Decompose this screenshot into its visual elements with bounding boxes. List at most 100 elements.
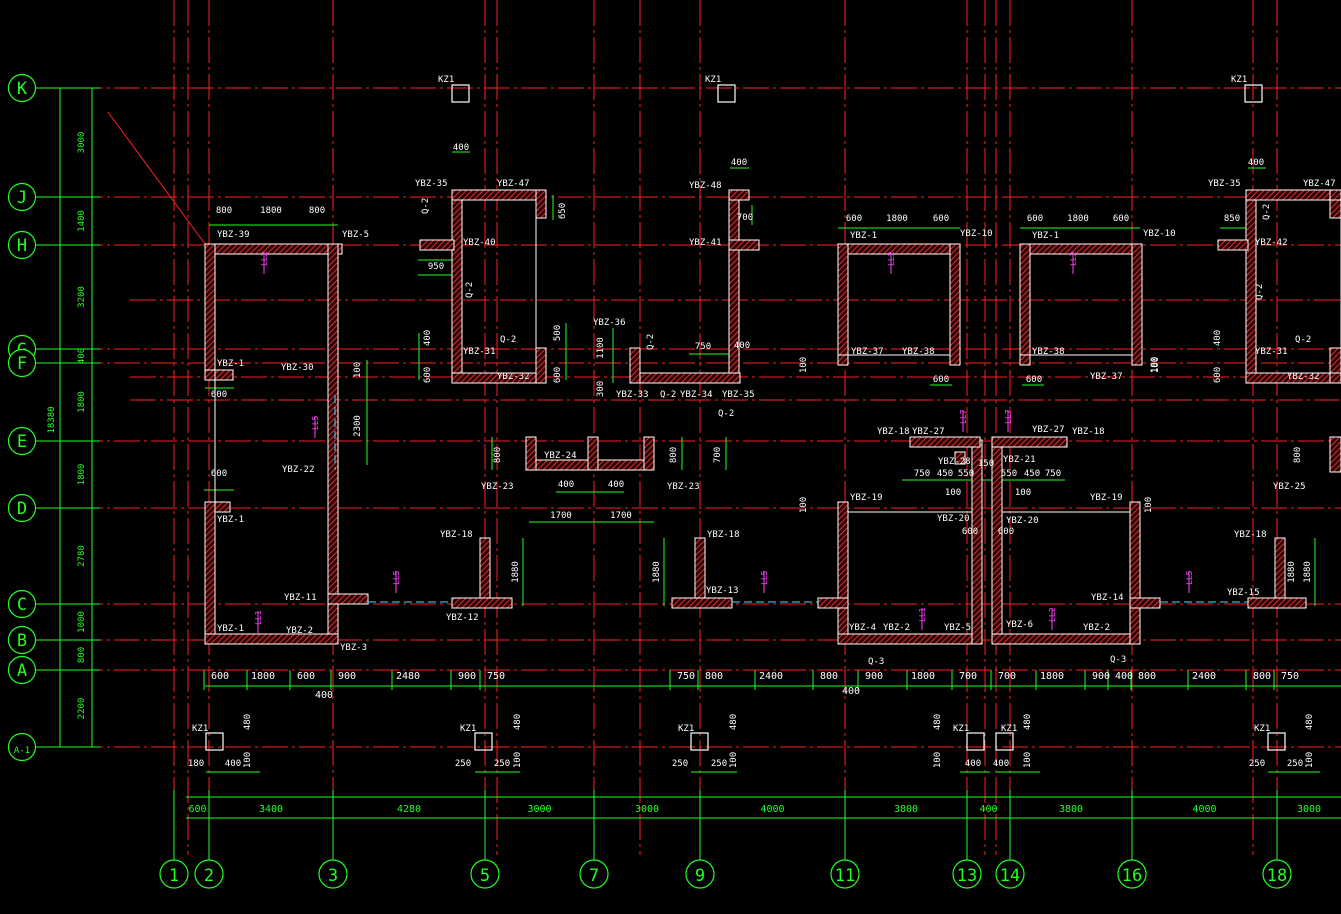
shear-wall-segment (1329, 189, 1341, 219)
wall-label: YBZ-15 (1227, 588, 1260, 598)
opening-dimension-text: 900 (1092, 671, 1110, 682)
local-dimension: 800 (309, 206, 325, 216)
wall-label: YBZ-38 (1032, 347, 1065, 357)
shear-wall-segment (671, 597, 733, 609)
wall-label: YBZ-4 (849, 623, 876, 633)
col-dimension-text: 600 (188, 804, 206, 815)
row-axis-label: E (17, 432, 27, 452)
shear-wall-segment (587, 436, 599, 471)
shear-wall-segment (909, 436, 981, 448)
room-outline (214, 253, 329, 635)
room-outline (1255, 199, 1341, 374)
row-axis-label: A-1 (14, 746, 30, 756)
local-dimension: 400 (608, 480, 624, 490)
col-axis-label: 16 (1122, 866, 1142, 886)
local-dimension: 800 (1293, 447, 1303, 463)
shear-wall-segment (1329, 347, 1341, 384)
wall-label: YBZ-31 (1255, 347, 1288, 357)
row-dimension-text: 1800 (77, 391, 87, 413)
row-axis-label: H (17, 236, 27, 256)
opening-dimension-text: 900 (458, 671, 476, 682)
row-dimension-text: 400 (77, 348, 87, 364)
wall-label: YBZ-36 (593, 318, 626, 328)
wall-label: YBZ-1 (217, 359, 244, 369)
row-axis-label: D (17, 499, 27, 519)
col-axis-label: 2 (204, 866, 214, 886)
shear-wall-segment (1247, 597, 1307, 609)
shear-wall-segment (204, 633, 339, 645)
wall-label: YBZ-19 (850, 493, 883, 503)
shear-wall-segment (327, 243, 339, 645)
shear-wall-segment (451, 597, 513, 609)
local-dimension: 100 (799, 497, 809, 513)
wall-label: YBZ-5 (944, 623, 971, 633)
local-dimension: 450 (1024, 469, 1040, 479)
room-outline (1029, 253, 1133, 356)
col-axis-label: 14 (1000, 866, 1020, 886)
shear-wall-segment (535, 347, 547, 384)
local-dimension: 150 (978, 459, 994, 469)
frame-column (1267, 732, 1286, 751)
wall-label: YBZ-18 (877, 427, 910, 437)
wall-label: YBZ-32 (1287, 372, 1320, 382)
shear-wall-segment (525, 436, 537, 471)
local-dimension: 300 (596, 381, 606, 397)
opening-dimension-text: 900 (338, 671, 356, 682)
local-dimension: 100 (1144, 497, 1154, 513)
wall-label: YBZ-30 (281, 363, 314, 373)
wall-label: YBZ-13 (706, 586, 739, 596)
shear-walls (204, 84, 1341, 751)
column-offset-dimension: 250 (1287, 759, 1303, 769)
shear-wall-segment (204, 369, 234, 381)
local-dimension: 600 (211, 469, 227, 479)
row-axis-label: J (17, 188, 27, 208)
shear-wall-segment (451, 189, 545, 201)
column-offset-dimension: 100 (933, 752, 943, 768)
column-label: KZ1 (953, 724, 969, 734)
wall-label: YBZ-20 (1006, 516, 1039, 526)
row-dimension-text: 3200 (77, 286, 87, 308)
local-dimension: 600 (933, 375, 949, 385)
wall-label: YBZ-28 (938, 457, 971, 467)
local-dimension: 500 (553, 325, 563, 341)
wall-label: YBZ-33 (616, 390, 649, 400)
frame-column (690, 732, 709, 751)
local-dimension: 2300 (353, 415, 363, 437)
local-dimension: 400 (423, 330, 433, 346)
shear-wall-segment (1019, 354, 1031, 366)
col-axis-label: 1 (169, 866, 179, 886)
local-dimension: 600 (1027, 214, 1043, 224)
wall-label: YBZ-5 (342, 230, 369, 240)
wall-type-mark: Q-2 (718, 409, 734, 419)
shear-wall-segment (728, 239, 760, 251)
local-dimension: 600 (553, 367, 563, 383)
opening-dimension-text: 2400 (759, 671, 783, 682)
room-outline (847, 511, 973, 635)
local-dimension: 600 (1213, 367, 1223, 383)
wall-label: YBZ-12 (446, 613, 479, 623)
row-axis-label: A (17, 661, 27, 681)
row-dimension-text: 1000 (77, 611, 87, 633)
column-offset-dimension: 250 (1249, 759, 1265, 769)
shear-wall-segment (949, 243, 961, 366)
wall-label: YBZ-1 (217, 515, 244, 525)
row-dimension-text: 1800 (77, 464, 87, 486)
wall-type-mark: Q-2 (500, 335, 516, 345)
wall-label: YBZ-18 (707, 530, 740, 540)
local-dimension: 600 (423, 367, 433, 383)
local-dimension: 600 (1026, 375, 1042, 385)
local-dimension: 600 (1113, 214, 1129, 224)
opening-dimension-text: 750 (487, 671, 505, 682)
wall-label: YBZ-18 (1234, 530, 1267, 540)
wall-type-mark: Q-2 (1295, 335, 1311, 345)
wall-label: YBZ-42 (1255, 238, 1288, 248)
row-axis-bubble (7, 625, 37, 655)
dimension-lines: 3000140032004001800180027801000800220018… (47, 87, 1341, 850)
row-axis-bubble (7, 348, 37, 378)
frame-column (205, 732, 224, 751)
opening-dimension-text: 2400 (1192, 671, 1216, 682)
shear-wall-segment (991, 436, 1068, 448)
wall-label: YBZ-47 (497, 179, 530, 189)
wall-label: YBZ-2 (1083, 623, 1110, 633)
column-offset-dimension: 250 (455, 759, 471, 769)
